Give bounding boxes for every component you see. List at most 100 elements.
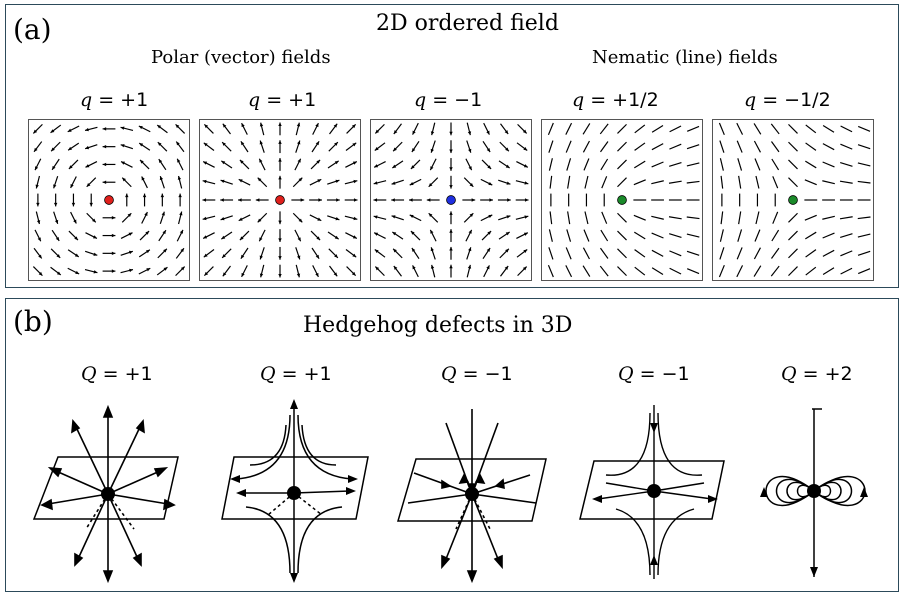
field-glyph — [599, 265, 609, 277]
field-glyph — [429, 158, 437, 171]
field-glyph — [176, 158, 184, 171]
field-glyph — [327, 215, 340, 221]
field-glyph — [68, 159, 79, 170]
field-glyph — [35, 175, 41, 189]
field-glyph — [175, 141, 185, 153]
field-glyph — [51, 158, 60, 171]
field-glyph — [633, 214, 646, 221]
field-glyph — [449, 211, 453, 225]
field-glyph — [566, 158, 572, 171]
field-glyph — [770, 247, 780, 259]
field-glyph — [669, 233, 682, 238]
field-glyph — [221, 160, 233, 169]
field-glyph — [178, 193, 182, 207]
field-glyph — [202, 215, 216, 221]
field-glyph — [329, 265, 338, 277]
field-glyph — [805, 160, 817, 169]
field-glyph — [668, 216, 682, 220]
field-glyph — [804, 179, 817, 186]
saddle-field — [370, 119, 532, 281]
field-glyph — [410, 159, 421, 170]
half-minus-nematic-field — [712, 119, 874, 281]
field-glyph — [428, 212, 439, 223]
field-glyph — [373, 215, 387, 220]
field-glyph — [309, 214, 322, 222]
panel-a: (a) 2D ordered field Polar (vector) fiel… — [5, 4, 899, 288]
field-glyph — [220, 215, 233, 221]
field-glyph — [617, 212, 627, 223]
field-glyph — [822, 232, 835, 239]
field-glyph — [345, 142, 357, 151]
field-glyph — [257, 212, 268, 223]
field-glyph — [259, 247, 265, 260]
field-glyph — [238, 198, 251, 202]
field-glyph — [50, 266, 62, 276]
field-glyph — [309, 198, 322, 202]
field-glyph — [720, 211, 724, 225]
field-glyph — [259, 264, 265, 278]
field-glyph — [753, 123, 762, 135]
field-glyph — [599, 141, 609, 153]
field-glyph — [393, 265, 402, 277]
field-glyph — [651, 249, 664, 257]
field-glyph — [516, 249, 528, 258]
field-glyph — [409, 178, 422, 186]
field-glyph — [857, 233, 871, 238]
field-glyph — [430, 122, 436, 136]
field-glyph — [498, 231, 510, 240]
field-glyph — [203, 266, 214, 277]
field-glyph — [259, 122, 265, 136]
field-glyph — [221, 248, 232, 259]
field-glyph — [327, 160, 339, 169]
field-glyph — [788, 123, 798, 134]
field-glyph — [89, 193, 93, 207]
field-glyph — [804, 214, 817, 221]
field-glyph — [669, 250, 682, 257]
field-glyph — [157, 248, 168, 259]
field-glyph — [482, 247, 491, 259]
field-glyph — [634, 124, 646, 134]
field-glyph — [634, 160, 646, 169]
field-glyph — [295, 122, 301, 136]
field-glyph — [497, 198, 511, 202]
field-glyph — [822, 125, 835, 133]
field-glyph — [70, 211, 77, 224]
field-glyph — [373, 161, 386, 168]
field-glyph — [755, 211, 760, 225]
field-glyph — [86, 177, 97, 188]
field-glyph — [736, 247, 743, 260]
field-glyph — [430, 264, 436, 278]
field-glyph — [770, 141, 780, 153]
field-glyph — [428, 177, 439, 188]
field-glyph — [857, 180, 871, 184]
field-glyph — [32, 123, 43, 134]
field-glyph — [156, 266, 168, 276]
field-glyph — [668, 180, 682, 184]
field-glyph — [430, 140, 436, 153]
field-glyph — [449, 175, 453, 189]
field-glyph — [481, 159, 492, 170]
field-glyph — [483, 265, 490, 278]
field-glyph — [617, 159, 627, 170]
nematic-heading: Nematic (line) fields — [592, 47, 778, 68]
field-glyph — [600, 229, 609, 242]
polar-heading: Polar (vector) fields — [151, 47, 331, 68]
vortex-field — [28, 119, 190, 281]
field-glyph — [102, 144, 116, 149]
field-glyph — [33, 141, 43, 153]
field-glyph — [617, 248, 627, 259]
field-glyph — [517, 266, 528, 277]
hedgehog-plus2 — [760, 408, 868, 577]
field-glyph — [391, 179, 404, 185]
field-glyph — [222, 265, 231, 277]
field-glyph — [409, 214, 422, 222]
field-glyph — [311, 247, 320, 259]
field-glyph — [120, 232, 133, 239]
field-glyph — [259, 140, 265, 153]
field-glyph — [788, 212, 798, 223]
field-glyph — [480, 178, 493, 186]
field-glyph — [547, 264, 554, 278]
field-glyph — [719, 229, 724, 242]
field-glyph — [466, 140, 472, 153]
field-glyph — [120, 126, 134, 132]
